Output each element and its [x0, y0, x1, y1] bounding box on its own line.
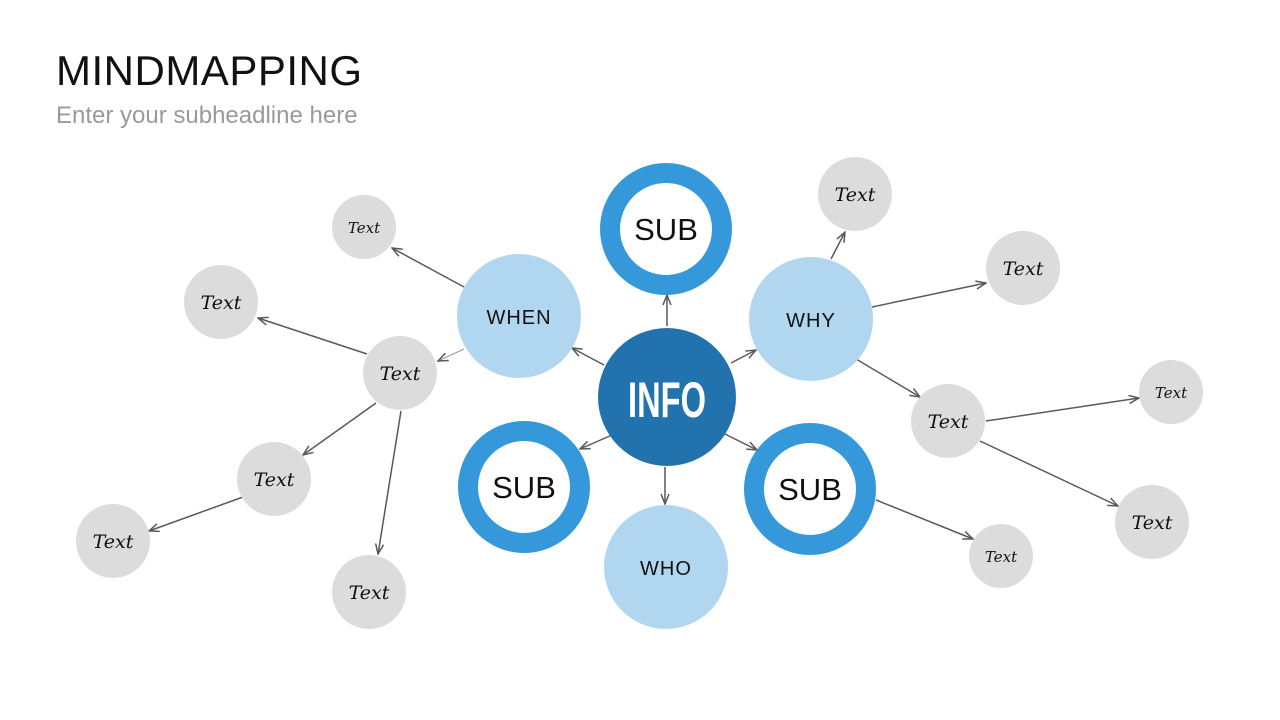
text-node: Text: [986, 231, 1060, 305]
text-node: Text: [332, 195, 396, 259]
text-node: Text: [969, 524, 1033, 588]
hub-node-label: WHO: [640, 558, 692, 580]
text-node: Text: [911, 384, 985, 458]
connector-text-mid-lower: [303, 402, 377, 455]
text-node-label: Text: [254, 469, 295, 491]
sub-node-right: SUB: [744, 423, 876, 555]
text-node-label: Text: [1003, 258, 1044, 280]
text-node-label: Text: [93, 531, 134, 553]
connector-why-text-top: [830, 232, 845, 260]
text-node-label: Text: [348, 219, 381, 237]
text-node: Text: [332, 555, 406, 629]
text-node-label: Text: [380, 363, 421, 385]
connector-info-why: [730, 350, 756, 364]
hub-node-who: WHO: [604, 505, 728, 629]
text-node-label: Text: [349, 582, 390, 604]
connector-text-right-lower: [979, 440, 1118, 506]
sub-node-label: SUB: [778, 472, 842, 507]
connector-info-sub-left: [580, 434, 613, 449]
connector-why-text-mid: [855, 358, 920, 397]
connector-when-text: [392, 248, 465, 288]
hub-node-when: WHEN: [457, 254, 581, 378]
connector-why-text-right: [871, 283, 986, 308]
hub-node-label: WHY: [786, 310, 836, 332]
connector-text-mid-upper: [258, 318, 368, 355]
connector-sub-right-text: [875, 499, 973, 539]
hub-node-why: WHY: [749, 257, 873, 381]
page-subtitle: Enter your subheadline here: [56, 102, 358, 129]
text-node: Text: [76, 504, 150, 578]
center-node-label: INFO: [628, 372, 706, 428]
connector-text-mid-bottom: [378, 410, 402, 554]
text-node: Text: [1139, 360, 1203, 424]
connectors: [149, 232, 1139, 554]
text-node: Text: [818, 157, 892, 231]
sub-node-top: SUB: [600, 163, 732, 295]
text-node: Text: [237, 442, 311, 516]
text-node-label: Text: [1132, 512, 1173, 534]
connector-text-lower-far: [149, 496, 244, 531]
sub-node-label: SUB: [634, 212, 698, 247]
text-node: Text: [363, 336, 437, 410]
text-node: Text: [184, 265, 258, 339]
text-node-label: Text: [1155, 384, 1188, 402]
sub-node-label: SUB: [492, 470, 556, 505]
connector-info-when: [572, 348, 605, 366]
connector-info-sub-right: [724, 433, 757, 450]
text-node: Text: [1115, 485, 1189, 559]
text-node-label: Text: [985, 548, 1018, 566]
hub-node-label: WHEN: [486, 307, 551, 329]
center-node-info: INFO: [598, 328, 736, 466]
text-node-label: Text: [201, 292, 242, 314]
connector-text-right-upper: [985, 398, 1139, 422]
text-node-label: Text: [835, 184, 876, 206]
sub-node-left: SUB: [458, 421, 590, 553]
connector-when-text-mid: [438, 348, 465, 361]
page-title: MINDMAPPING: [56, 47, 363, 94]
text-node-label: Text: [928, 411, 969, 433]
